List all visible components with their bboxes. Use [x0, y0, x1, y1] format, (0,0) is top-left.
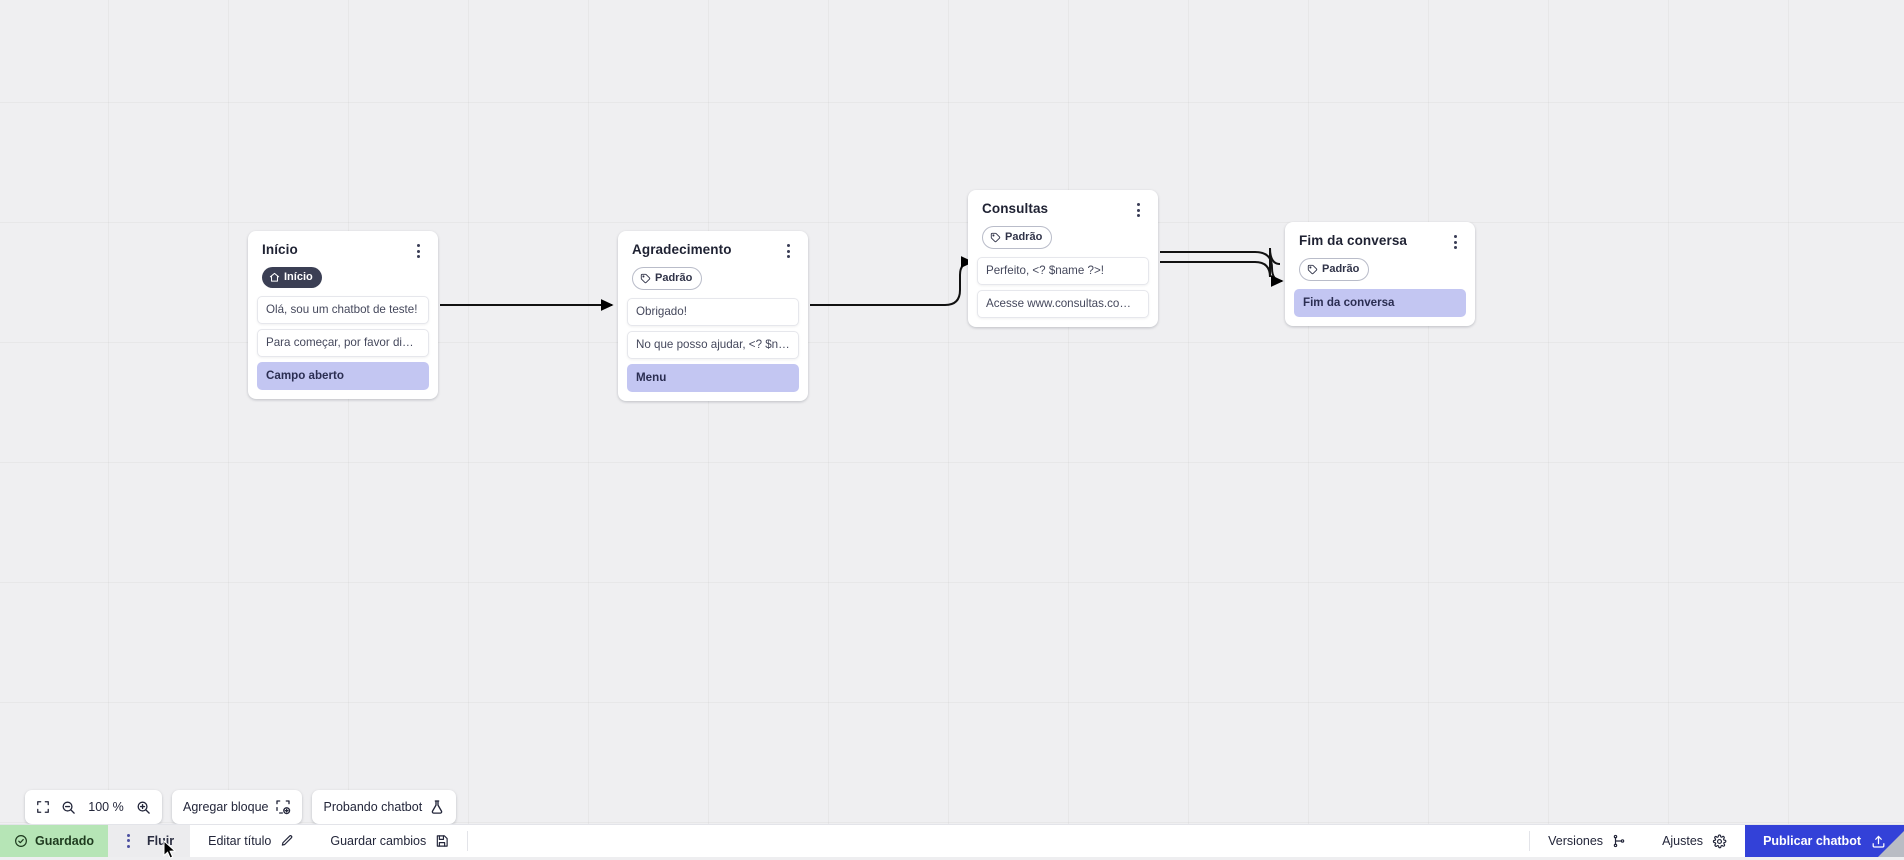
home-icon: [269, 272, 280, 283]
node-block-highlighted[interactable]: Fim da conversa: [1294, 289, 1466, 317]
edit-title-label: Editar título: [208, 834, 271, 848]
node-tag-row: Padrão: [627, 261, 799, 290]
flask-icon: [429, 799, 445, 815]
add-block-label: Agregar bloque: [183, 800, 268, 814]
edge-agradecimento-consultas: [810, 262, 972, 305]
settings-label: Ajustes: [1662, 834, 1703, 848]
test-chatbot-button[interactable]: Probando chatbot: [323, 799, 445, 815]
node-header: Início: [257, 240, 429, 261]
check-circle-icon: [14, 834, 28, 848]
publish-chatbot-button[interactable]: Publicar chatbot: [1745, 825, 1904, 857]
node-tag-start[interactable]: Início: [262, 267, 322, 288]
floppy-disk-icon: [435, 834, 449, 848]
versions-label: Versiones: [1548, 834, 1603, 848]
node-menu-button[interactable]: [780, 241, 796, 261]
node-tag-default[interactable]: Padrão: [632, 267, 702, 290]
zoom-out-icon[interactable]: [61, 800, 76, 815]
resize-corner: [1878, 831, 1904, 857]
tab-fluir[interactable]: Fluir: [108, 825, 190, 857]
node-tag-row: Padrão: [977, 220, 1149, 249]
node-block-highlighted[interactable]: Menu: [627, 364, 799, 392]
node-menu-button[interactable]: [410, 241, 426, 261]
node-title: Consultas: [982, 201, 1048, 217]
node-block[interactable]: Para começar, por favor digite o ...: [257, 329, 429, 357]
add-block-icon: [275, 799, 291, 815]
fit-screen-icon[interactable]: [36, 800, 50, 814]
node-block[interactable]: Perfeito, <? $name ?>!: [977, 257, 1149, 285]
node-tag-row: Início: [257, 261, 429, 288]
node-block[interactable]: Obrigado!: [627, 298, 799, 326]
node-card-consultas[interactable]: Consultas Padrão Perfeito, <? $name ?>! …: [968, 190, 1158, 327]
tag-icon: [990, 232, 1001, 243]
node-block[interactable]: No que posso ajudar, <? $name ...: [627, 331, 799, 359]
node-blocks: Fim da conversa: [1294, 289, 1466, 317]
settings-button[interactable]: Ajustes: [1644, 825, 1745, 857]
edge-consultas-fim: [1160, 252, 1282, 281]
node-tag-label: Início: [284, 272, 313, 283]
node-card-inicio[interactable]: Início Início Olá, sou um chatbot de tes…: [248, 231, 438, 399]
zoom-controls-group: 100 %: [25, 790, 162, 824]
edge-consultas-fim-a: [1160, 248, 1280, 277]
node-block[interactable]: Acesse www.consultas.com par...: [977, 290, 1149, 318]
node-menu-button[interactable]: [1130, 200, 1146, 220]
node-blocks: Perfeito, <? $name ?>! Acesse www.consul…: [977, 257, 1149, 318]
node-tag-label: Padrão: [1322, 264, 1359, 275]
node-header: Consultas: [977, 199, 1149, 220]
saved-label: Guardado: [35, 834, 94, 848]
node-blocks: Obrigado! No que posso ajudar, <? $name …: [627, 298, 799, 392]
kebab-icon[interactable]: [120, 831, 136, 851]
node-card-fim-da-conversa[interactable]: Fim da conversa Padrão Fim da conversa: [1285, 222, 1475, 326]
node-block[interactable]: Olá, sou um chatbot de teste!: [257, 296, 429, 324]
zoom-level-value[interactable]: 100 %: [87, 800, 125, 814]
test-chatbot-group[interactable]: Probando chatbot: [312, 790, 456, 824]
status-spacer: [468, 825, 1529, 857]
saved-status-badge: Guardado: [0, 825, 108, 857]
test-chatbot-label: Probando chatbot: [323, 800, 422, 814]
tag-icon: [640, 273, 651, 284]
gear-icon: [1712, 834, 1727, 849]
node-tag-default[interactable]: Padrão: [1299, 258, 1369, 281]
node-card-agradecimento[interactable]: Agradecimento Padrão Obrigado! No que po…: [618, 231, 808, 401]
node-title: Fim da conversa: [1299, 233, 1407, 249]
node-header: Agradecimento: [627, 240, 799, 261]
pencil-icon: [280, 834, 294, 848]
tab-fluir-label: Fluir: [147, 834, 174, 848]
tag-icon: [1307, 264, 1318, 275]
add-block-button[interactable]: Agregar bloque: [183, 799, 291, 815]
node-tag-default[interactable]: Padrão: [982, 226, 1052, 249]
node-block-highlighted[interactable]: Campo aberto: [257, 362, 429, 390]
edit-title-button[interactable]: Editar título: [190, 825, 312, 857]
node-header: Fim da conversa: [1294, 231, 1466, 252]
save-changes-button[interactable]: Guardar cambios: [312, 825, 467, 857]
node-blocks: Olá, sou um chatbot de teste! Para começ…: [257, 296, 429, 390]
node-tag-label: Padrão: [655, 273, 692, 284]
versions-button[interactable]: Versiones: [1530, 825, 1644, 857]
branch-icon: [1612, 834, 1626, 848]
node-tag-label: Padrão: [1005, 232, 1042, 243]
canvas-toolbar: 100 % Agregar bloque Probando chatbot: [25, 790, 456, 824]
node-tag-row: Padrão: [1294, 252, 1466, 281]
publish-label: Publicar chatbot: [1763, 834, 1861, 848]
add-block-group[interactable]: Agregar bloque: [172, 790, 302, 824]
save-changes-label: Guardar cambios: [330, 834, 426, 848]
node-menu-button[interactable]: [1447, 232, 1463, 252]
bottom-status-bar: Guardado Fluir Editar título Guardar cam…: [0, 824, 1904, 857]
node-title: Agradecimento: [632, 242, 732, 258]
node-title: Início: [262, 242, 298, 258]
zoom-in-icon[interactable]: [136, 800, 151, 815]
